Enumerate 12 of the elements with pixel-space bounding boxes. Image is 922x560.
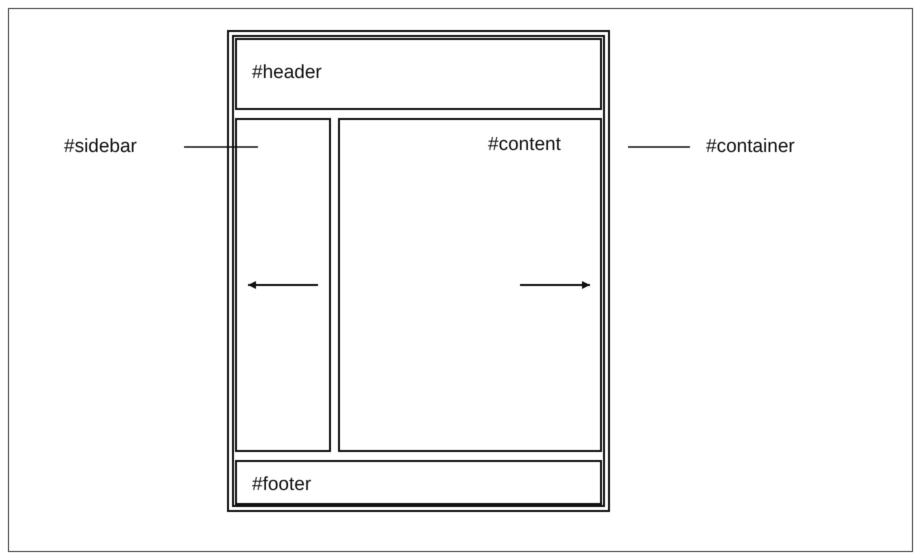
leader-line (628, 146, 690, 148)
content-label: #content (488, 134, 561, 156)
header-label: #header (252, 62, 322, 84)
header-box (235, 38, 602, 110)
leader-line (184, 146, 258, 148)
container-label: #container (706, 134, 836, 160)
sidebar-label: #sidebar (64, 134, 176, 160)
container-box (227, 30, 610, 512)
content-box (338, 118, 602, 452)
footer-label: #footer (252, 474, 312, 496)
sidebar-box (235, 118, 331, 452)
footer-box (235, 460, 602, 505)
